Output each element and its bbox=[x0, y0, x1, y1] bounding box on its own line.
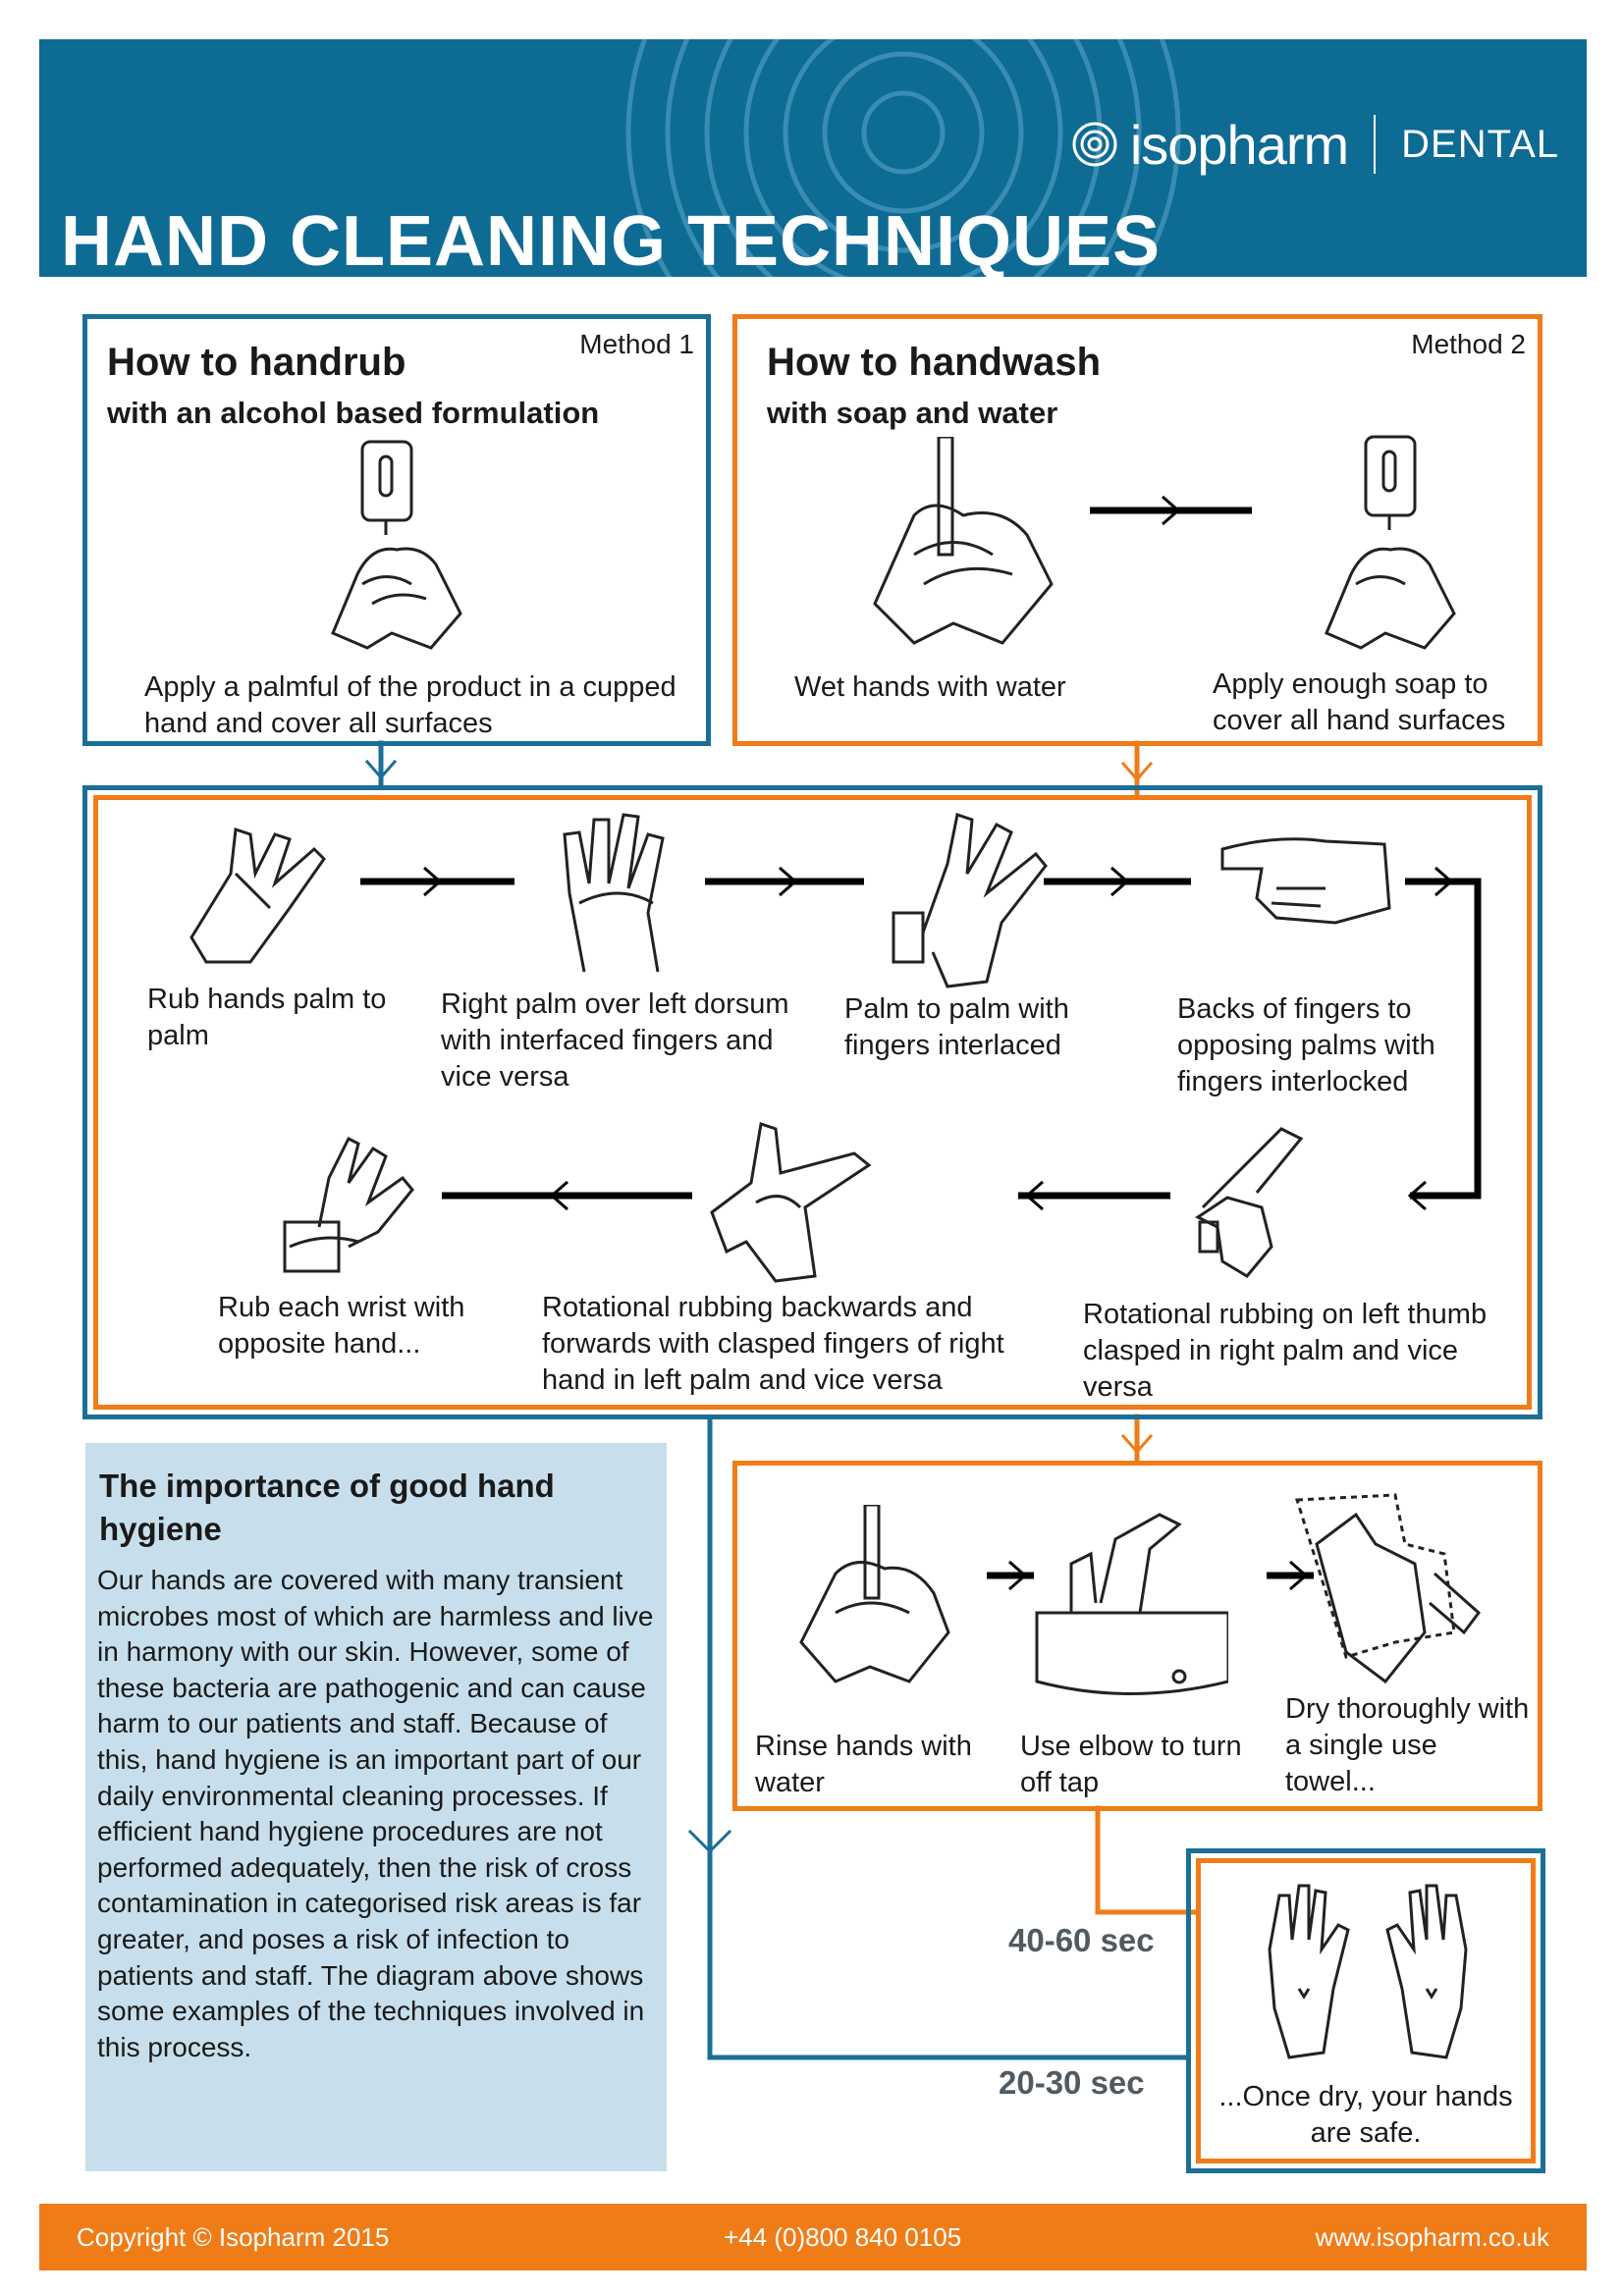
towel-drying-illustration bbox=[1287, 1485, 1484, 1691]
arrow-down-icon bbox=[1120, 761, 1154, 782]
method1-step-caption: Apply a palmful of the product in a cupp… bbox=[144, 671, 676, 739]
step-caption-wrist-rubbing: Rub each wrist with opposite hand... bbox=[218, 1292, 465, 1360]
importance-title: The importance of good hand hygiene bbox=[99, 1468, 555, 1547]
method2-heading: How to handwash bbox=[767, 341, 1101, 384]
step-caption-fingers-interlaced: Palm to palm with fingers interlaced bbox=[844, 993, 1069, 1061]
wet-hands-illustration bbox=[855, 437, 1071, 663]
method1-heading: How to handrub bbox=[107, 341, 406, 384]
arrow-right-icon bbox=[1008, 1560, 1028, 1591]
clean-hands-illustration bbox=[1255, 1881, 1481, 2062]
backs-of-fingers-illustration bbox=[1217, 829, 1399, 933]
thumb-rubbing-illustration bbox=[1188, 1119, 1311, 1281]
division-name: DENTAL bbox=[1401, 122, 1559, 166]
arrow-left-icon bbox=[1024, 1180, 1044, 1211]
page-title: HAND CLEANING TECHNIQUES bbox=[61, 202, 1162, 277]
arrow-right-icon bbox=[1162, 495, 1181, 526]
method2-step-wet: Wet hands with water bbox=[794, 671, 1066, 703]
rinse-hands-illustration bbox=[791, 1505, 958, 1691]
final-caption: ...Once dry, your hands are safe. bbox=[1218, 2081, 1513, 2149]
fingers-interlaced-illustration bbox=[889, 805, 1060, 991]
copyright-text: Copyright © Isopharm 2015 bbox=[77, 2222, 390, 2252]
handrub-duration: 20-30 sec bbox=[999, 2064, 1145, 2101]
logo-divider bbox=[1374, 115, 1377, 174]
importance-panel: The importance of good hand hygiene Our … bbox=[85, 1443, 667, 2171]
arrow-right-icon bbox=[779, 866, 798, 897]
header-banner: isopharm DENTAL HAND CLEANING TECHNIQUES bbox=[39, 39, 1587, 277]
rotational-fingertips-illustration bbox=[707, 1114, 879, 1286]
brand-name: isopharm bbox=[1129, 113, 1349, 176]
dispenser-handrub-illustration bbox=[313, 437, 490, 663]
arrow-right-icon bbox=[1110, 866, 1130, 897]
finish-caption-dry: Dry thoroughly with a single use towel..… bbox=[1285, 1693, 1530, 1797]
phone-number: +44 (0)800 840 0105 bbox=[724, 2222, 962, 2252]
technique-outer-box bbox=[82, 785, 1542, 1419]
method1-box: Method 1 How to handrub with an alcohol … bbox=[82, 314, 711, 746]
step-caption-rotational-fingertips: Rotational rubbing backwards and forward… bbox=[542, 1292, 1004, 1396]
arrow-down-icon bbox=[1120, 1433, 1154, 1455]
method2-box: Method 2 How to handwash with soap and w… bbox=[732, 314, 1542, 746]
arrow-down-icon bbox=[364, 759, 398, 780]
soap-dispenser-illustration bbox=[1297, 432, 1484, 663]
website-link[interactable]: www.isopharm.co.uk bbox=[1315, 2222, 1549, 2252]
palm-to-palm-illustration bbox=[177, 815, 349, 972]
footer-bar: Copyright © Isopharm 2015 +44 (0)800 840… bbox=[39, 2204, 1587, 2270]
final-inner-box: ...Once dry, your hands are safe. bbox=[1196, 1858, 1536, 2163]
finish-caption-rinse: Rinse hands with water bbox=[755, 1731, 972, 1798]
step-caption-palm-to-palm: Rub hands palm to palm bbox=[147, 984, 387, 1051]
wrist-rubbing-illustration bbox=[280, 1129, 417, 1281]
arrow-right-icon bbox=[423, 866, 443, 897]
step-caption-thumb-rubbing: Rotational rubbing on left thumb clasped… bbox=[1083, 1299, 1488, 1403]
step-caption-backs-of-fingers: Backs of fingers to opposing palms with … bbox=[1177, 993, 1435, 1097]
palm-over-dorsum-illustration bbox=[545, 805, 697, 982]
step-caption-palm-over-dorsum: Right palm over left dorsum with interfa… bbox=[441, 988, 789, 1093]
method2-step-soap: Apply enough soap to cover all hand surf… bbox=[1213, 668, 1506, 736]
arrow-down-icon bbox=[687, 1829, 732, 1854]
method2-label: Method 2 bbox=[1411, 329, 1526, 359]
isopharm-logo-icon bbox=[1072, 122, 1117, 167]
technique-inner-box bbox=[93, 795, 1532, 1410]
handwash-duration: 40-60 sec bbox=[1008, 1922, 1155, 1958]
method1-subheading: with an alcohol based formulation bbox=[107, 396, 600, 430]
method2-subheading: with soap and water bbox=[767, 396, 1058, 430]
method1-label: Method 1 bbox=[579, 329, 694, 359]
finish-steps-box: Rinse hands with water Use elbow to turn… bbox=[732, 1461, 1542, 1811]
finish-caption-elbow: Use elbow to turn off tap bbox=[1020, 1731, 1242, 1798]
final-outer-box bbox=[1186, 1848, 1545, 2173]
importance-body: Our hands are covered with many transien… bbox=[97, 1565, 654, 2062]
elbow-tap-illustration bbox=[1032, 1495, 1228, 1701]
arrow-right-icon bbox=[1289, 1560, 1309, 1591]
arrow-left-icon bbox=[549, 1180, 568, 1211]
arrow-right-icon bbox=[1434, 866, 1454, 897]
isopharm-logo: isopharm DENTAL bbox=[1071, 100, 1559, 188]
arrow-left-icon bbox=[1407, 1180, 1427, 1211]
